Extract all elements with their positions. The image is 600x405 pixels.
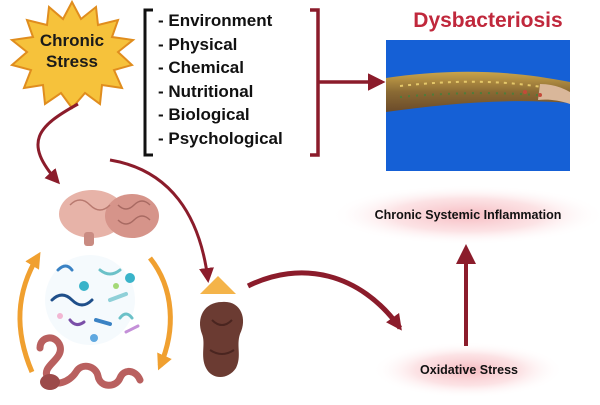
- stressor-physical: - Physical: [158, 34, 238, 54]
- bracket-right: [310, 8, 320, 157]
- chronic-stress-line1: Chronic: [39, 31, 105, 50]
- dysbacteriosis-title: Dysbacteriosis: [413, 9, 563, 32]
- inflammation-glow: [330, 185, 600, 245]
- bacteria-icon: [45, 255, 140, 345]
- stressor-list: - Environment - Physical - Chemical - Nu…: [158, 9, 283, 150]
- chronic-stress-label: Chronic Stress: [8, 30, 136, 72]
- stressor-chemical: - Chemical: [158, 58, 244, 77]
- adrenal-icon: [200, 276, 244, 377]
- arrow-adrenal-to-oxidative: [246, 270, 403, 331]
- inflammation-label: Chronic Systemic Inflammation: [374, 208, 562, 222]
- cycle-arrow-up: [17, 251, 41, 373]
- arrow-stress-to-brain: [36, 102, 79, 185]
- bracket-icon: [143, 8, 153, 157]
- brain-icon: [59, 190, 159, 246]
- oxidative-stress-label: Oxidative Stress: [420, 363, 518, 377]
- stressor-biological: - Biological: [158, 105, 250, 124]
- stressor-psychological: - Psychological: [158, 128, 283, 148]
- intestine-sample-icon: [386, 40, 570, 171]
- stressor-nutritional: - Nutritional: [158, 81, 254, 101]
- arrow-brain-to-adrenal: [109, 158, 214, 283]
- chronic-stress-line2: Stress: [46, 52, 98, 71]
- oxidative-glow: [372, 342, 564, 398]
- gut-icon: [36, 334, 144, 390]
- stressor-environment: - Environment: [158, 11, 273, 30]
- cycle-arrow-down: [148, 256, 173, 371]
